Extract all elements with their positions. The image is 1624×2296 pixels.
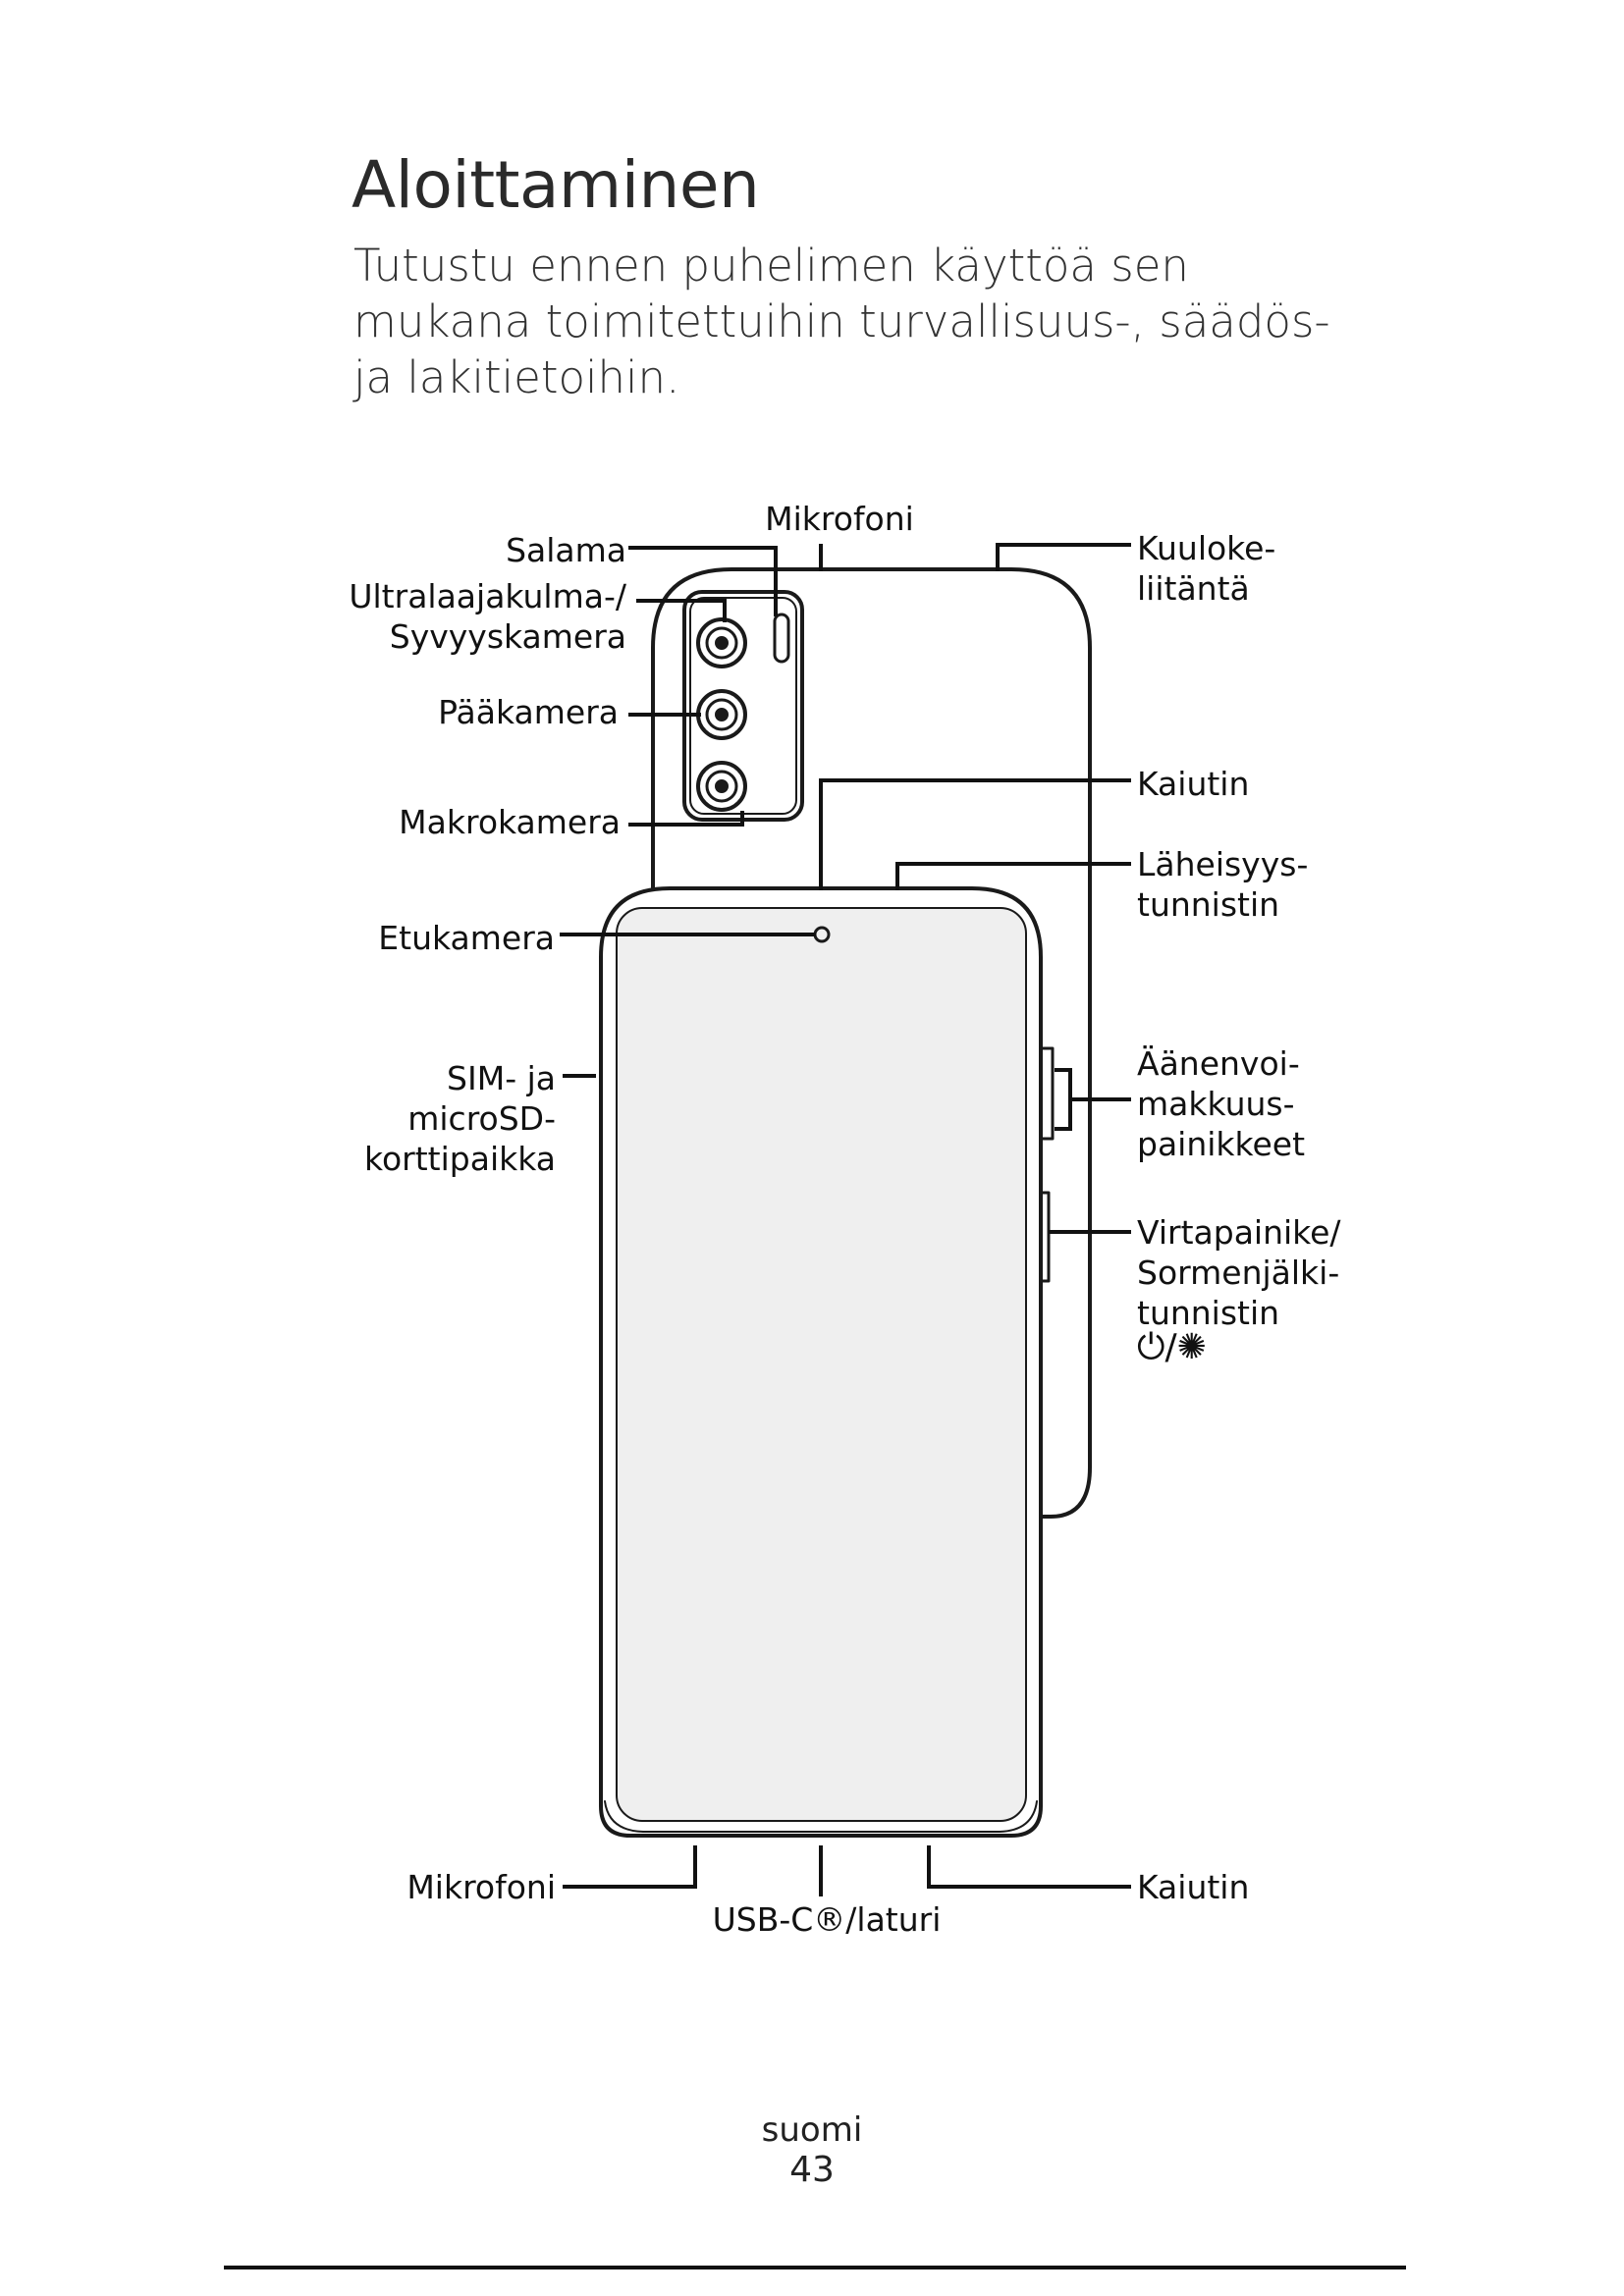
label-usb-c-charger: USB-C®/laturi [712,1900,942,1939]
label-earpiece-speaker: Kaiutin [1137,765,1250,803]
volume-button-shape [1039,1046,1055,1141]
phone-back-outline [651,567,1092,1519]
power-icon: ⏻/✺ [1137,1327,1207,1367]
ultrawide-camera-lens [696,617,747,668]
label-headphone-jack: Kuuloke- liitäntä [1137,529,1276,608]
flash-led [773,613,790,664]
label-speaker-bottom: Kaiutin [1137,1868,1250,1906]
label-ultrawide-depth-camera: Ultralaajakulma-/ Syvyyskamera [349,577,626,656]
label-microphone-top: Mikrofoni [765,500,914,538]
page-title: Aloittaminen [352,147,760,223]
footer-language: suomi [761,2110,863,2150]
intro-text: Tutustu ennen puhelimen käyttöä sen muka… [353,240,1330,403]
phone-front-outline [599,886,1043,1838]
label-macro-camera: Makrokamera [399,803,621,841]
footer-rule [224,2266,1406,2269]
macro-camera-lens [696,761,747,812]
label-proximity-sensor: Läheisyys- tunnistin [1137,845,1309,924]
label-main-camera: Pääkamera [438,693,619,731]
label-sim-microsd-tray: SIM- ja microSD- korttipaikka [364,1059,556,1178]
label-front-camera: Etukamera [378,919,555,957]
label-microphone-bottom: Mikrofoni [406,1868,556,1906]
label-power-fingerprint: Virtapainike/ Sormenjälki- tunnistin [1137,1213,1341,1332]
power-fingerprint-icons: ⏻/✺ [1137,1327,1207,1368]
power-button-shape [1039,1191,1051,1283]
label-flash: Salama [506,531,626,569]
page-number: 43 [789,2150,835,2190]
label-volume-buttons: Äänenvoi- makkuus- painikkeet [1137,1044,1306,1163]
